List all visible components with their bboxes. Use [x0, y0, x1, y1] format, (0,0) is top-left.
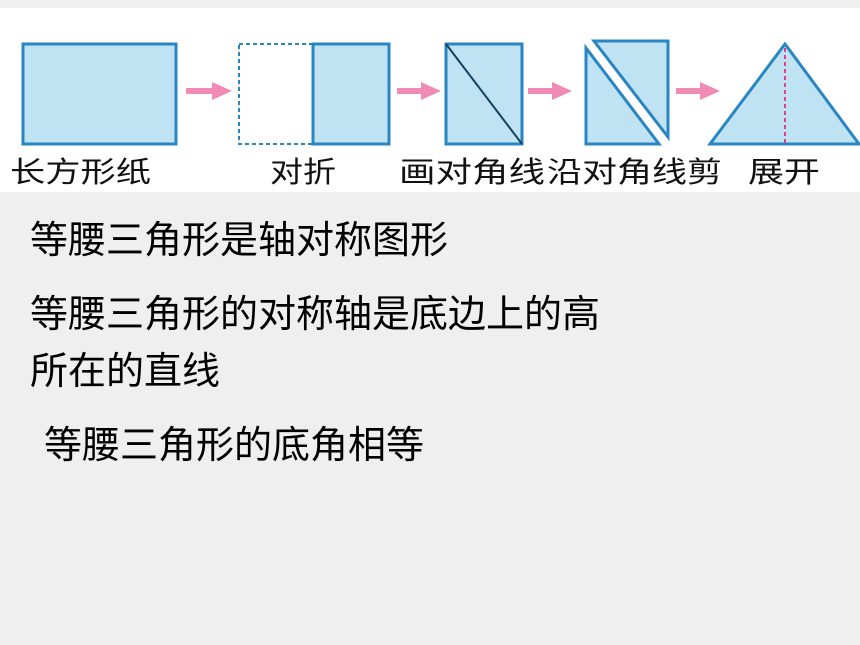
arrow-icon	[186, 82, 232, 100]
step-label-draw-diagonal: 画对角线	[399, 155, 545, 189]
statement-base-angles-equal: 等腰三角形的底角相等	[44, 423, 425, 467]
rectangle-paper	[21, 42, 178, 146]
statement-symmetry-axis-line2: 所在的直线	[30, 349, 221, 393]
arrow-icon	[528, 82, 572, 100]
step-label-unfold: 展开	[748, 155, 820, 189]
arrow-icon	[676, 82, 720, 100]
cut-piece-left	[584, 43, 663, 146]
statement-symmetry-axis-line1: 等腰三角形的对称轴是底边上的高	[30, 292, 601, 336]
arrow-icon	[397, 82, 441, 100]
diagonal-line	[445, 43, 523, 145]
folded-half	[311, 42, 391, 146]
step-label-cut: 沿对角线剪	[547, 155, 722, 189]
statement-axial-symmetry: 等腰三角形是轴对称图形	[30, 218, 449, 262]
step-label-rectangle: 长方形纸	[10, 155, 151, 189]
cut-piece-right	[590, 39, 670, 142]
folding-diagram: 长方形纸 对折 画对角线 沿对角线剪 展开	[0, 8, 860, 192]
step-label-fold: 对折	[270, 155, 336, 189]
folded-away-half-outline	[238, 43, 314, 145]
